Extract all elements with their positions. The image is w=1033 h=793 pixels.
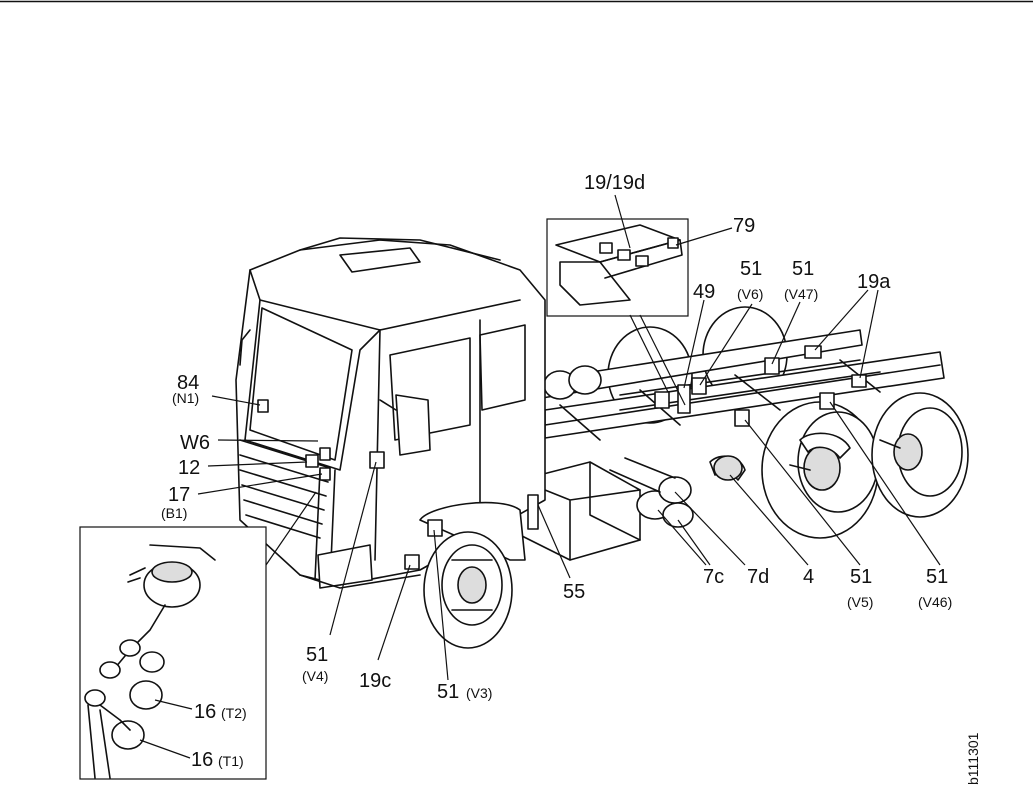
label-51-v47: 51 (792, 258, 814, 280)
label-19-19d: 19/19d (584, 172, 645, 194)
label-51-v4-sub: (V4) (302, 668, 328, 684)
inset-detail-bottom (79, 491, 317, 780)
label-51-v47-sub: (V47) (784, 286, 818, 302)
inset-detail-top (546, 218, 689, 406)
label-51-v6-sub: (V6) (737, 286, 763, 302)
label-16-t1-sub: (T1) (218, 753, 244, 769)
label-79: 79 (733, 215, 755, 237)
label-12: 12 (178, 457, 200, 479)
front-wheel (419, 501, 526, 649)
label-51-v3-sub: (V3) (466, 685, 492, 701)
label-51-v5-sub: (V5) (847, 594, 873, 610)
figure-id: b111301 (965, 732, 981, 785)
cab (235, 237, 546, 589)
label-16-t1: 16 (191, 749, 213, 771)
label-17: 17 (168, 484, 190, 506)
label-51-v6: 51 (740, 258, 762, 280)
label-51-v46-sub: (V46) (918, 594, 952, 610)
label-7c: 7c (703, 566, 724, 588)
label-51-v4: 51 (306, 644, 328, 666)
label-84: 84 (177, 372, 199, 394)
chassis-frame (539, 329, 945, 441)
label-19c: 19c (359, 670, 391, 692)
label-7d: 7d (747, 566, 769, 588)
label-84-sub: (N1) (172, 390, 199, 406)
callout-labels: 19/19d 79 49 51 (V6) 51 (V47) 19a 84 (N1… (161, 172, 981, 785)
label-49: 49 (693, 281, 715, 303)
label-55: 55 (563, 581, 585, 603)
label-16-t2-sub: (T2) (221, 705, 247, 721)
label-19a: 19a (857, 271, 891, 293)
label-51-v5: 51 (850, 566, 872, 588)
label-51-v46: 51 (926, 566, 948, 588)
label-16-t2: 16 (194, 701, 216, 723)
truck-illustration (235, 237, 969, 649)
label-w6: W6 (180, 432, 210, 454)
label-4: 4 (803, 566, 814, 588)
label-51-v3: 51 (437, 681, 459, 703)
label-17-sub: (B1) (161, 505, 187, 521)
leader-lines (139, 194, 941, 759)
